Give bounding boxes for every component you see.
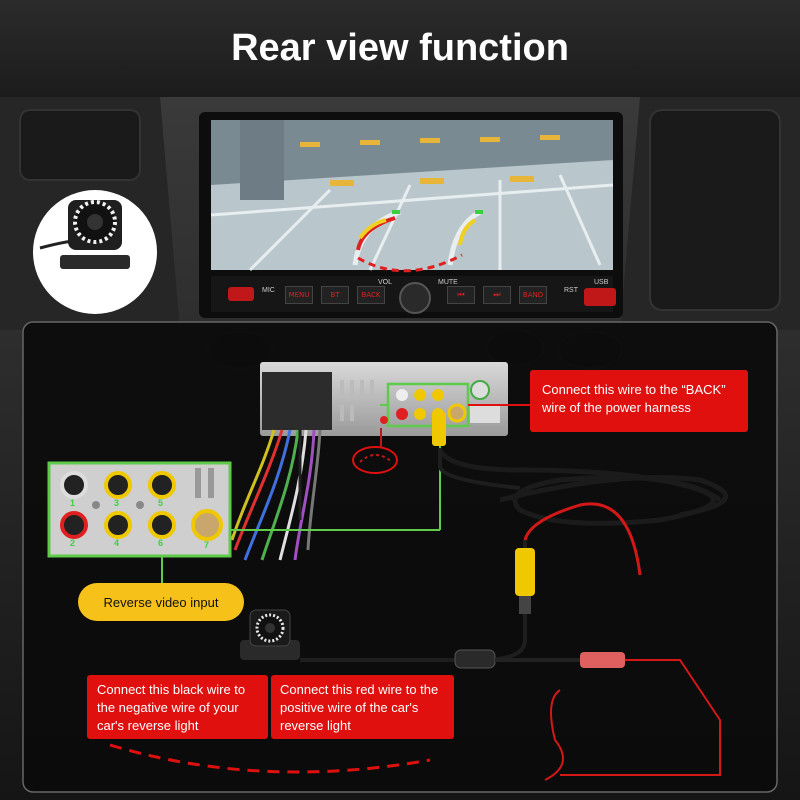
rca-inset	[47, 461, 232, 558]
next-track-button: ⏭	[483, 286, 511, 304]
page-title: Rear view function	[0, 0, 800, 97]
back-wire-callout-line-1: Connect this wire to the “BACK”	[542, 382, 726, 397]
wiring-panel	[22, 321, 778, 793]
red-wire-callout-line-1: Connect this red wire to the	[280, 682, 439, 697]
usb-label: USB	[594, 279, 609, 286]
back-wire-callout: Connect this wire to the “BACK” wire of …	[530, 370, 748, 432]
power-harness-wires	[230, 429, 322, 561]
reverse-light-dashed-link	[109, 743, 431, 774]
band-button: BAND	[519, 286, 547, 304]
mic-label: MIC	[262, 287, 275, 294]
black-wire-callout-line-2: the negative wire of your	[97, 700, 239, 715]
usb-c-port	[228, 287, 254, 301]
prev-track-button: ⏮	[447, 286, 475, 304]
head-unit-buttons: MENU BT BACK	[285, 286, 385, 304]
vol-label: VOL	[378, 279, 393, 286]
unit-chassis	[260, 362, 508, 436]
rst-label: RST	[564, 287, 578, 294]
mute-label: MUTE	[438, 279, 458, 286]
usb-port	[584, 288, 616, 306]
head-unit	[199, 112, 623, 318]
rca-number-7: 7	[204, 540, 210, 550]
red-wire-callout-line-2: positive wire of the car's	[280, 700, 419, 715]
volume-knob	[399, 282, 431, 314]
red-wire-callout-line-3: reverse light	[280, 718, 351, 733]
back-button: BACK	[357, 286, 385, 304]
rca-number-3: 3	[114, 498, 120, 508]
black-wire-callout: Connect this black wire to the negative …	[87, 675, 268, 739]
menu-button: MENU	[285, 286, 313, 304]
rear-camera-icon-large	[33, 190, 157, 314]
rca-plug-yellow	[432, 412, 535, 614]
back-wire-callout-line-2: wire of the power harness	[542, 400, 691, 415]
black-wire-callout-line-3: car's reverse light	[97, 718, 199, 733]
reverse-video-input-label: Reverse video input	[78, 583, 244, 621]
red-wire-callout: Connect this red wire to the positive wi…	[271, 675, 454, 739]
rca-number-1: 1	[70, 498, 76, 508]
rca-number-4: 4	[114, 538, 120, 548]
head-unit-buttons-right: ⏮ ⏭ BAND	[447, 286, 547, 304]
black-wire-callout-line-1: Connect this black wire to	[97, 682, 246, 697]
camera-cable-coil	[437, 448, 729, 526]
rear-camera-icon	[240, 609, 300, 660]
bt-button: BT	[321, 286, 349, 304]
rca-number-6: 6	[158, 538, 164, 548]
rca-jacks	[60, 468, 223, 541]
rca-number-5: 5	[158, 498, 164, 508]
rca-number-2: 2	[70, 538, 76, 548]
